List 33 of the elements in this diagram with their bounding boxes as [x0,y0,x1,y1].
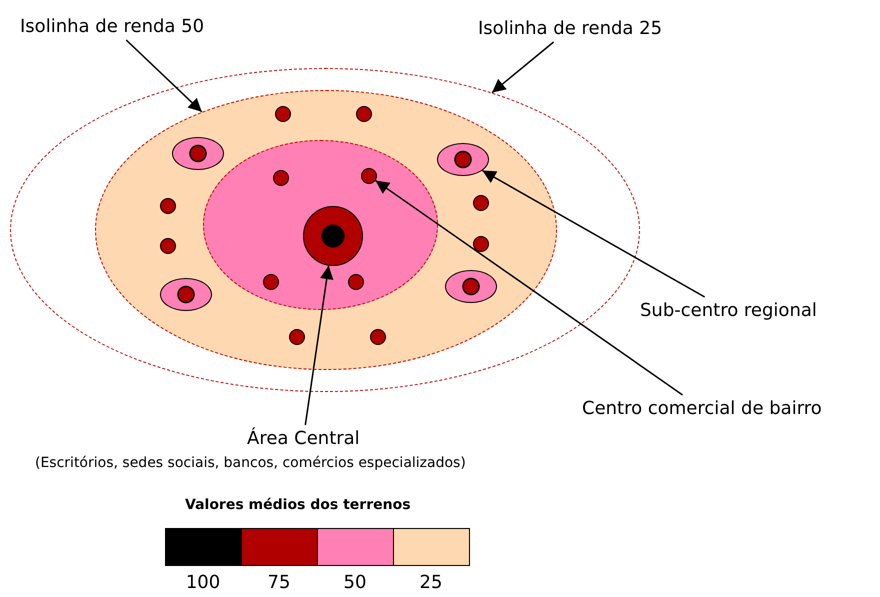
callout-label: Centro comercial de bairro [582,398,822,419]
legend-value: 25 [420,572,442,593]
sub-centre-marker [172,137,224,170]
callout-label: Sub-centro regional [640,300,817,321]
leader-line [482,170,706,298]
centre-dot [263,274,279,290]
centre-dot [160,238,176,254]
centre-dot [473,236,489,252]
centre-dot [361,168,377,184]
sub-centre-marker [445,270,497,303]
leader-line [126,39,202,112]
legend-value: 75 [268,572,290,593]
centre-dot [348,274,364,290]
legend-title: Valores médios dos terrenos [185,497,411,513]
sub-centre-marker [160,278,212,311]
callout-label: Isolinha de renda 25 [478,18,662,39]
sub-centre-marker [437,143,489,176]
centre-dot [273,170,289,186]
legend-value: 100 [186,572,220,593]
leader-line [375,180,683,396]
description-text: (Escritórios, sedes sociais, bancos, comércios especializados) [35,455,466,471]
centre-dot [275,106,291,122]
centre-dot [160,198,176,214]
centre-dot [473,195,489,211]
leader-line [304,266,334,426]
area-label: Área Central [247,428,360,449]
centre-dot [356,106,372,122]
callout-label: Isolinha de renda 50 [20,16,204,37]
centre-dot [289,329,305,345]
legend-value: 50 [344,572,366,593]
leader-line [492,41,554,94]
centre-dot [370,329,386,345]
outer-isoline [10,68,640,392]
